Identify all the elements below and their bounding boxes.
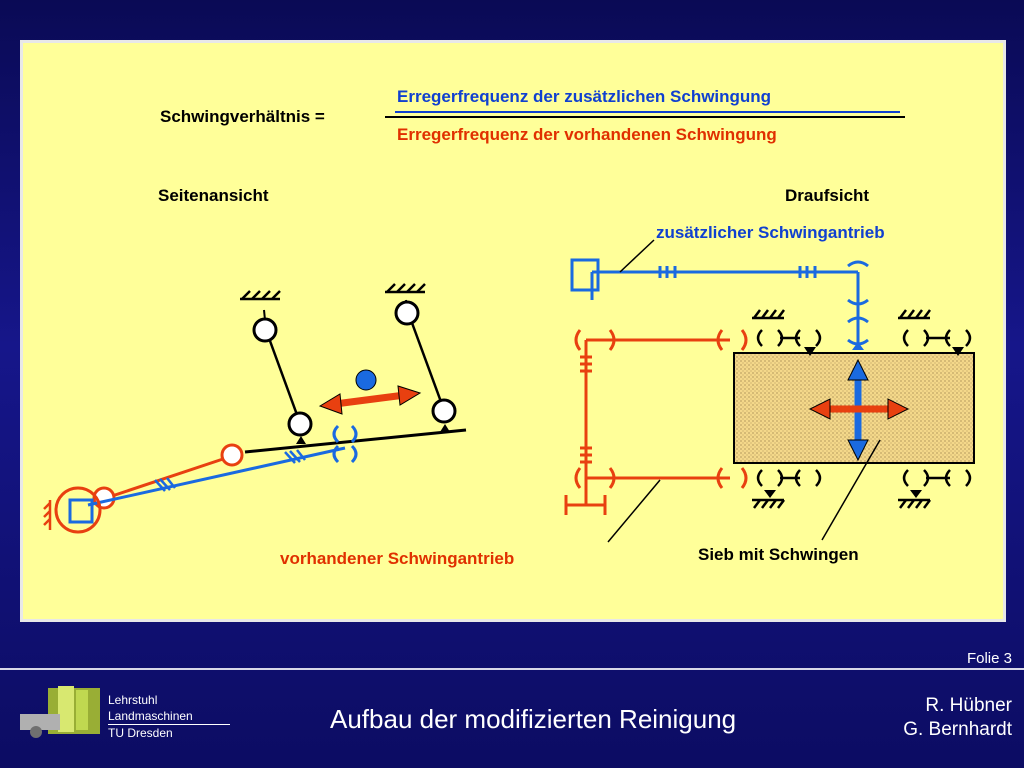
author-2: G. Bernhardt <box>903 719 1012 740</box>
slide-title: Aufbau der modifizierten Reinigung <box>330 704 737 734</box>
hangers-bottom <box>752 469 972 509</box>
logo-line-1: Lehrstuhl <box>108 693 158 707</box>
hangers-top <box>752 309 972 347</box>
author-1: R. Hübner <box>925 695 1012 716</box>
ground-hatch-right <box>385 283 426 294</box>
ratio-denominator: Erregerfrequenz der vorhandenen Schwingu… <box>397 125 777 144</box>
footer-divider <box>0 668 1024 670</box>
additional-drive-rod-side <box>87 446 346 507</box>
logo-line-2: Landmaschinen <box>108 708 230 725</box>
rotation-dot <box>355 369 377 391</box>
pivot-right-bottom <box>431 398 457 424</box>
top-view-heading: Draufsicht <box>785 186 870 205</box>
side-view-drawing <box>43 283 467 534</box>
crank-wheel <box>54 486 102 534</box>
sieve-label: Sieb mit Schwingen <box>698 545 859 564</box>
content-panel <box>20 40 1006 622</box>
existing-drive-label: vorhandener Schwingantrieb <box>280 549 515 568</box>
authors: R. Hübner G. Bernhardt <box>903 694 1012 742</box>
ground-hatch-left <box>240 290 281 301</box>
pendulum-right <box>406 311 446 411</box>
existing-drive-rod-side <box>99 454 233 502</box>
institute-name: Lehrstuhl Landmaschinen TU Dresden <box>108 692 230 741</box>
ratio-numerator: Erregerfrequenz der zusätzlichen Schwing… <box>397 87 772 106</box>
pivot-left-top <box>252 317 278 343</box>
pivot-right-top <box>394 300 420 326</box>
logo-line-3: TU Dresden <box>108 726 173 740</box>
side-view-heading: Seitenansicht <box>158 186 269 205</box>
top-view-drawing <box>564 239 975 543</box>
sieve-side <box>244 428 467 454</box>
slide-number: Folie 3 <box>966 650 1012 667</box>
existing-drive-frame-top <box>564 329 748 515</box>
pivot-left-bottom <box>287 411 313 437</box>
pendulum-left <box>264 329 302 424</box>
institute-logo <box>20 686 100 738</box>
additional-drive-label: zusätzlicher Schwingantrieb <box>656 223 885 242</box>
ratio-label: Schwingverhältnis = <box>160 107 325 126</box>
